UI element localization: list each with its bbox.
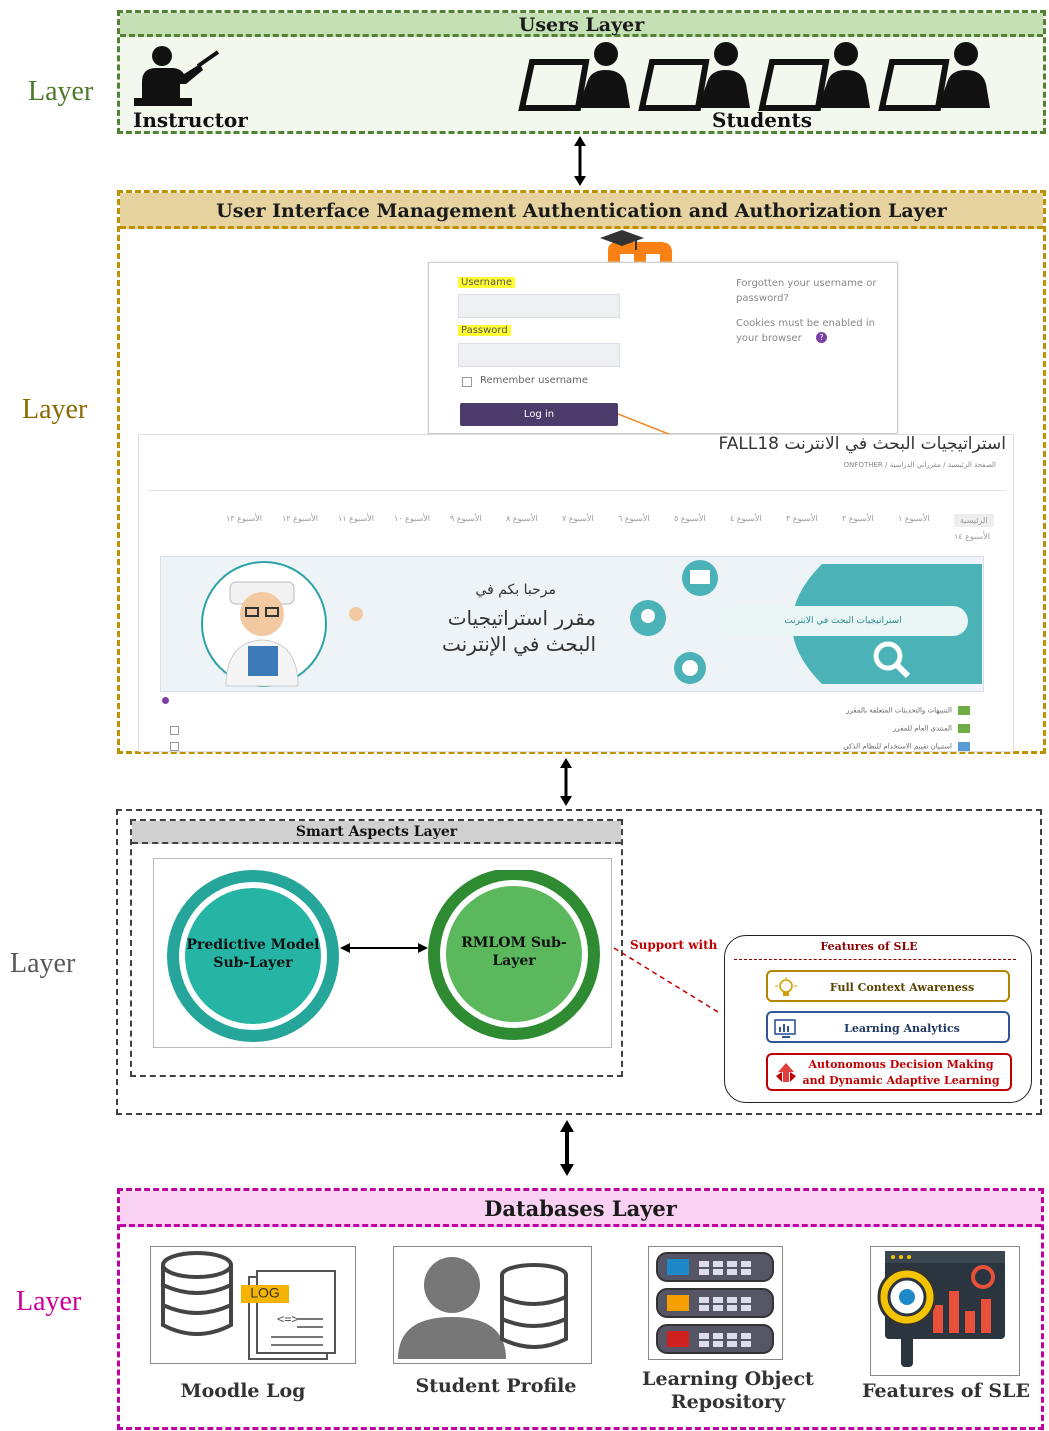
- sub-layer-circles: [167, 870, 600, 1042]
- forum-icon: [958, 742, 970, 751]
- course-tab[interactable]: الأسبوع ٣: [786, 514, 818, 523]
- user-database-icon: [398, 1257, 568, 1359]
- forum-icon: [958, 706, 970, 715]
- features-sle-tile: [870, 1246, 1020, 1376]
- edit-icon[interactable]: [162, 697, 169, 704]
- smart-inner-box: [130, 819, 623, 1077]
- course-tab[interactable]: الأسبوع ١٣: [226, 514, 262, 523]
- feature-decision-making: Autonomous Decision Making and Dynamic A…: [766, 1053, 1012, 1091]
- instructor-label: Instructor: [133, 108, 248, 132]
- course-tab[interactable]: الأسبوع ٦: [618, 514, 650, 523]
- double-arrow-icon: [560, 1120, 574, 1176]
- course-tab[interactable]: الأسبوع ٧: [562, 514, 594, 523]
- banner-course-line1: مقرر استراتيجيات: [447, 606, 596, 630]
- help-icon[interactable]: ?: [816, 332, 827, 343]
- banner-welcome: مرحبا بكم في: [475, 582, 556, 598]
- forgot-link[interactable]: Forgotten your username or password?: [736, 278, 877, 304]
- smart-layer: [116, 809, 1042, 1115]
- lightbulb-icon: [775, 977, 797, 996]
- course-divider: [148, 490, 1006, 491]
- users-side-label: Layer: [28, 76, 94, 107]
- students-label: Students: [712, 108, 812, 132]
- course-item-label: استبيان تقييم الاستخدام للنظام الذكي: [843, 742, 952, 751]
- username-input[interactable]: [458, 294, 620, 318]
- course-item[interactable]: المنتدى العام للمقرر: [720, 724, 970, 733]
- feature-context-awareness-label: Full Context Awareness: [829, 981, 975, 994]
- smart-side-label: Layer: [10, 948, 76, 979]
- forum-icon: [958, 724, 970, 733]
- course-tab[interactable]: الأسبوع ٨: [506, 514, 538, 523]
- item-checkbox-1[interactable]: [170, 726, 179, 735]
- ui-layer-title: User Interface Management Authentication…: [120, 193, 1043, 229]
- student-profile-tile: [393, 1246, 592, 1364]
- rmlom-label: RMLOM Sub-Layer: [461, 935, 567, 969]
- feature-learning-analytics-label: Learning Analytics: [844, 1022, 960, 1035]
- remember-label: Remember username: [480, 375, 589, 386]
- support-with-label: Support with: [630, 938, 718, 952]
- teacher-avatar-icon: [201, 561, 363, 687]
- course-tab[interactable]: الأسبوع ٩: [450, 514, 482, 523]
- users-layer-title: Users Layer: [120, 13, 1043, 37]
- password-label: Password: [458, 325, 511, 336]
- remember-checkbox[interactable]: [462, 377, 472, 387]
- feature-learning-analytics: Learning Analytics: [766, 1011, 1010, 1043]
- analytics-monitor-icon: [774, 1019, 796, 1038]
- double-arrow-icon: [574, 136, 586, 186]
- predictive-model-label: Predictive Model Sub-Layer: [186, 937, 320, 971]
- course-breadcrumb[interactable]: الصفحة الرئيسية / مقرراتي الدراسية / ONF…: [843, 461, 996, 469]
- features-divider: [734, 959, 1016, 960]
- course-tab[interactable]: الرئيسية: [954, 514, 994, 527]
- instructor-icon: [134, 46, 220, 106]
- course-tab[interactable]: الأسبوع ٥: [674, 514, 706, 523]
- moodle-log-tile: LOG <=>: [150, 1246, 356, 1364]
- moodle-logo-icon: [600, 230, 672, 264]
- course-tab[interactable]: الأسبوع ١: [898, 514, 930, 523]
- login-button[interactable]: Log in: [460, 403, 618, 426]
- banner-course-line2: البحث في الإنترنت: [442, 632, 596, 656]
- cookies-note: Cookies must be enabled in your browser: [736, 318, 875, 344]
- course-tab[interactable]: الأسبوع ١٤: [954, 532, 990, 541]
- course-tab[interactable]: الأسبوع ١١: [338, 514, 374, 523]
- support-connector: [613, 947, 719, 1013]
- course-tab[interactable]: الأسبوع ١٠: [394, 514, 430, 523]
- lor-label: Learning Object Repository: [642, 1368, 814, 1413]
- svg-text:<=>: <=>: [277, 1312, 299, 1326]
- smart-layer-title: Smart Aspects Layer: [132, 821, 621, 844]
- feature-decision-making-label: Autonomous Decision Making and Dynamic A…: [802, 1058, 1000, 1087]
- moodle-log-label: Moodle Log: [180, 1380, 306, 1402]
- lor-tile: [648, 1246, 783, 1360]
- item-checkbox-2[interactable]: [170, 742, 179, 751]
- course-tab[interactable]: الأسبوع ٤: [730, 514, 762, 523]
- course-item[interactable]: استبيان تقييم الاستخدام للنظام الذكي: [720, 742, 970, 751]
- banner-pill: استراتيجيات البحث في الانترنت: [718, 606, 968, 636]
- password-input[interactable]: [458, 343, 620, 367]
- decision-arrows-icon: [776, 1063, 796, 1082]
- students-icon: [518, 40, 998, 111]
- course-title: استراتيجيات البحث في الانترنت FALL18: [718, 434, 1006, 454]
- course-item-label: المنتدى العام للمقرر: [892, 724, 952, 733]
- feature-context-awareness: Full Context Awareness: [766, 970, 1010, 1002]
- student-profile-label: Student Profile: [415, 1375, 577, 1397]
- features-panel: [724, 935, 1032, 1103]
- features-sle-label: Features of SLE: [862, 1380, 1030, 1402]
- database-log-icon: LOG <=>: [161, 1251, 336, 1360]
- features-title: Features of SLE: [820, 940, 918, 953]
- db-side-label: Layer: [16, 1286, 82, 1317]
- db-layer-title: Databases Layer: [120, 1191, 1041, 1227]
- double-arrow-icon: [560, 758, 572, 806]
- course-tab[interactable]: الأسبوع ٢: [842, 514, 874, 523]
- course-item[interactable]: التنبيهات والتحديثات المتعلقة بالمقرر: [720, 706, 970, 715]
- course-tab[interactable]: الأسبوع ١٢: [282, 514, 318, 523]
- analytics-magnifier-icon: [877, 1251, 1005, 1367]
- username-label: Username: [458, 277, 515, 288]
- course-item-label: التنبيهات والتحديثات المتعلقة بالمقرر: [846, 706, 952, 715]
- ui-side-label: Layer: [22, 394, 88, 425]
- server-stack-icon: [656, 1252, 774, 1354]
- log-badge: LOG: [250, 1285, 280, 1301]
